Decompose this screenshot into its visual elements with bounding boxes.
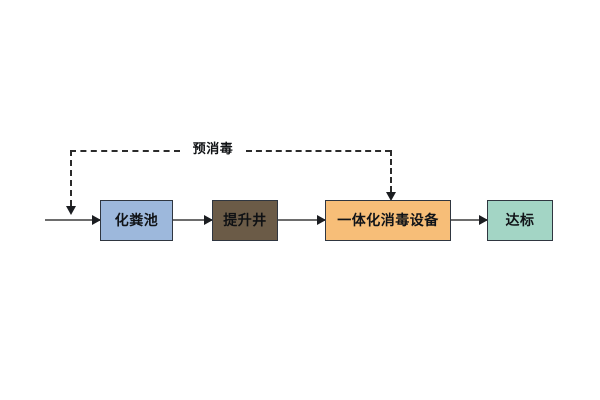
node-septic-tank[interactable]: 化粪池 <box>100 200 173 241</box>
recycle-dashed-segment-left <box>70 150 180 152</box>
recycle-arrowhead-right-icon <box>386 192 396 201</box>
node-septic-tank-label: 化粪池 <box>114 212 159 229</box>
arrow-inlet <box>45 215 101 225</box>
node-meets-standard[interactable]: 达标 <box>487 200 553 241</box>
arrow-lift-to-disinfect <box>278 215 326 225</box>
node-integrated-disinfection-equipment-label: 一体化消毒设备 <box>337 212 439 229</box>
node-lift-well-label: 提升井 <box>223 212 267 229</box>
recycle-arrowhead-left-icon <box>66 206 76 215</box>
arrow-septic-to-lift <box>173 215 213 225</box>
recycle-line-label: 预消毒 <box>180 141 246 159</box>
recycle-dashed-down-left <box>70 150 72 206</box>
recycle-dashed-segment-right <box>246 150 391 152</box>
node-lift-well[interactable]: 提升井 <box>212 200 278 241</box>
node-meets-standard-label: 达标 <box>505 212 535 229</box>
recycle-dashed-down-right <box>390 150 392 192</box>
arrow-disinfect-to-standard <box>451 215 488 225</box>
node-integrated-disinfection-equipment[interactable]: 一体化消毒设备 <box>325 200 451 241</box>
